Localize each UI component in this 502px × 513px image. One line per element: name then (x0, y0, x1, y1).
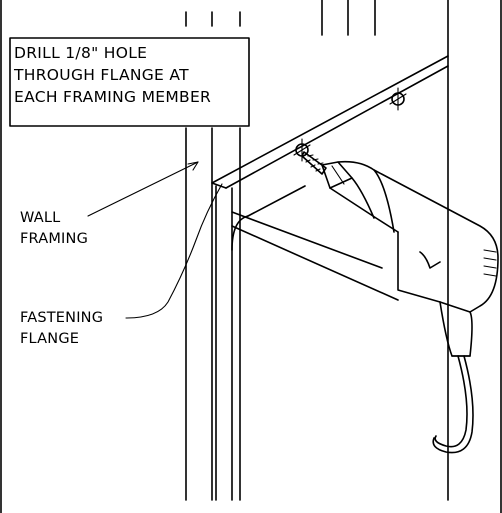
fastening-flange (211, 55, 449, 501)
fastening-flange-label: FASTENING FLANGE (20, 183, 223, 347)
fastening-flange-label-line-1: FASTENING (20, 310, 103, 326)
wall-framing-label-line-1: WALL (20, 210, 60, 226)
wall-framing-studs (185, 0, 449, 501)
wall-framing-leader-line (87, 161, 199, 217)
fastening-flange-leader-line (125, 183, 223, 319)
wall-framing-arrow (187, 161, 199, 171)
drill-icon (301, 151, 499, 454)
instruction-note-line-2: THROUGH FLANGE AT (13, 66, 189, 84)
unit-wall-panel (231, 185, 399, 301)
wall-framing-label-line-2: FRAMING (20, 231, 88, 247)
instruction-note-line-1: DRILL 1/8" HOLE (14, 44, 147, 62)
wall-framing-label: WALL FRAMING (20, 161, 199, 247)
instruction-note-box: DRILL 1/8" HOLE THROUGH FLANGE AT EACH F… (9, 37, 250, 127)
instruction-note-line-3: EACH FRAMING MEMBER (14, 88, 211, 106)
fastening-flange-label-line-2: FLANGE (20, 331, 79, 347)
